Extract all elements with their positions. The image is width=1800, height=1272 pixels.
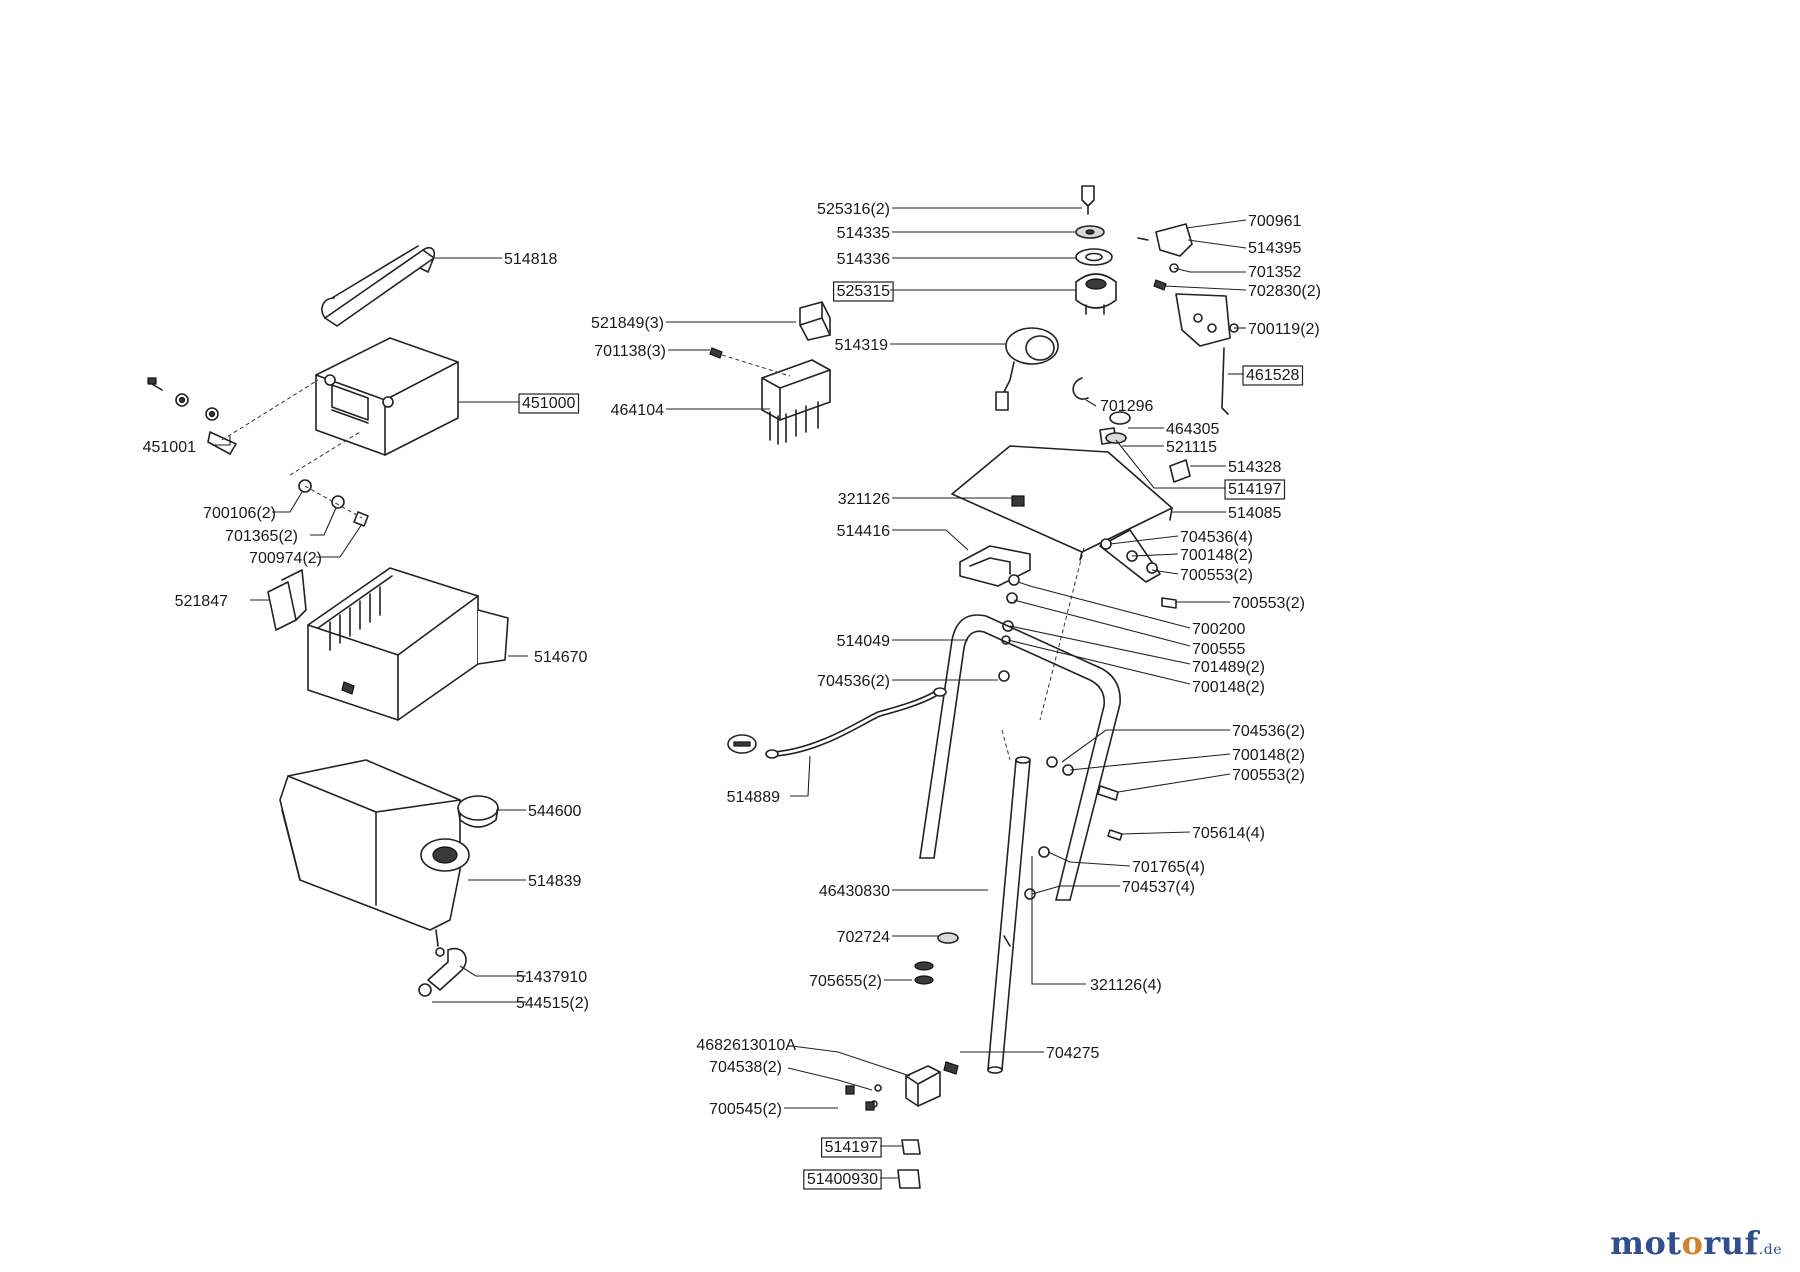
label-box-525315 xyxy=(833,281,894,302)
label-box-51400930 xyxy=(803,1169,882,1190)
column-washer-part xyxy=(937,932,959,944)
part-label-514197a: 514197 xyxy=(1228,481,1281,498)
ground-cable-part xyxy=(727,687,947,759)
steering-column-part xyxy=(987,729,1031,1074)
part-label-701489: 701489(2) xyxy=(1192,659,1265,676)
part-label-514839: 514839 xyxy=(528,873,581,890)
part-label-704275: 704275 xyxy=(1046,1045,1099,1062)
part-label-514336: 514336 xyxy=(837,251,890,268)
frame-hardware-part xyxy=(998,670,1123,900)
part-label-700148c: 700148(2) xyxy=(1232,747,1305,764)
part-label-514328: 514328 xyxy=(1228,459,1281,476)
part-label-514197b: 514197 xyxy=(825,1139,878,1156)
part-label-525316: 525316(2) xyxy=(817,201,890,218)
part-label-451000: 451000 xyxy=(522,395,575,412)
label-box-461528 xyxy=(1242,365,1304,386)
ignition-key-part xyxy=(1081,185,1095,215)
battery-bottom-hardware-part xyxy=(298,479,369,527)
part-label-705655: 705655(2) xyxy=(809,973,882,990)
part-label-514319: 514319 xyxy=(835,337,888,354)
part-label-544600: 544600 xyxy=(528,803,581,820)
part-label-700200: 700200 xyxy=(1192,621,1245,638)
fuel-tank-part xyxy=(279,759,470,947)
part-label-525315: 525315 xyxy=(837,283,890,300)
switch-bracket-part xyxy=(1137,223,1239,415)
part-label-700106: 700106(2) xyxy=(203,505,276,522)
part-label-544515: 544515(2) xyxy=(516,995,589,1012)
connector-block-part xyxy=(709,347,831,445)
part-label-700974: 700974(2) xyxy=(249,550,322,567)
part-label-704538: 704538(2) xyxy=(709,1059,782,1076)
part-labels: 514818 451000 451001 700106(2) 701365(2) 7009… xyxy=(143,201,1321,1190)
part-label-321126b: 321126(4) xyxy=(1090,977,1162,994)
part-label-521849: 521849(3) xyxy=(591,315,664,332)
buzzer-part xyxy=(995,327,1059,411)
ignition-switch-part xyxy=(1075,273,1117,315)
part-label-464305: 464305 xyxy=(1166,421,1219,438)
part-label-701765: 701765(4) xyxy=(1132,859,1205,876)
part-label-701365: 701365(2) xyxy=(225,528,298,545)
part-label-514049: 514049 xyxy=(837,633,890,650)
part-label-461528: 461528 xyxy=(1246,367,1299,384)
part-label-700553c: 700553(2) xyxy=(1232,767,1305,784)
part-label-514335: 514335 xyxy=(837,225,890,242)
part-label-464104: 464104 xyxy=(611,402,664,419)
part-label-514416: 514416 xyxy=(837,523,890,540)
column-bracket-part xyxy=(845,1061,959,1189)
part-label-700555: 700555 xyxy=(1192,641,1245,658)
part-label-705614: 705614(4) xyxy=(1192,825,1265,842)
part-label-702830: 702830(2) xyxy=(1248,283,1321,300)
part-label-704536a: 704536(4) xyxy=(1180,529,1253,546)
part-label-701138: 701138(3) xyxy=(594,343,666,360)
part-label-521847: 521847 xyxy=(175,593,228,610)
label-box-514197b xyxy=(821,1137,882,1158)
clip-ring-part xyxy=(1072,377,1089,400)
part-label-700148a: 700148(2) xyxy=(1180,547,1253,564)
part-label-700553a: 700553(2) xyxy=(1180,567,1253,584)
motoruf-logo: motoruf.de xyxy=(1610,1224,1782,1262)
part-label-704536b: 704536(2) xyxy=(817,673,890,690)
spring-clip-part xyxy=(267,569,307,631)
part-label-514670: 514670 xyxy=(534,649,587,666)
part-label-4682613010A: 4682613010A xyxy=(696,1037,796,1054)
part-label-46430830: 46430830 xyxy=(819,883,890,900)
battery-strap-part xyxy=(321,245,436,327)
battery-part xyxy=(315,337,459,456)
terminal-hardware-part xyxy=(147,377,361,476)
part-label-514395: 514395 xyxy=(1248,240,1301,257)
fuel-hose-part xyxy=(418,947,467,997)
part-label-700961: 700961 xyxy=(1248,213,1301,230)
part-label-701352: 701352 xyxy=(1248,264,1301,281)
part-label-451001: 451001 xyxy=(143,439,196,456)
relay-part xyxy=(799,301,831,341)
part-label-701296: 701296 xyxy=(1100,398,1153,415)
part-label-704536c: 704536(2) xyxy=(1232,723,1305,740)
leader-lines xyxy=(214,207,1247,1179)
battery-tray-part xyxy=(307,567,509,721)
part-label-514085: 514085 xyxy=(1228,505,1281,522)
ignition-nut-part xyxy=(1075,225,1105,239)
label-box-514197a xyxy=(1224,479,1286,500)
part-label-702724: 702724 xyxy=(837,929,890,946)
part-label-700553b: 700553(2) xyxy=(1232,595,1305,612)
fuel-cap-part xyxy=(457,795,499,828)
part-label-700148b: 700148(2) xyxy=(1192,679,1265,696)
dashboard-panel-part xyxy=(951,411,1191,583)
part-label-51400930: 51400930 xyxy=(807,1171,878,1188)
part-label-514889: 514889 xyxy=(727,789,780,806)
part-label-321126: 321126 xyxy=(838,491,890,508)
part-label-704537: 704537(4) xyxy=(1122,879,1195,896)
ignition-bezel-part xyxy=(1075,248,1113,266)
part-label-51437910: 51437910 xyxy=(516,969,587,986)
part-label-521115: 521115 xyxy=(1166,439,1217,456)
column-rings-part xyxy=(914,961,934,985)
label-box-451000 xyxy=(518,393,580,414)
part-label-700119: 700119(2) xyxy=(1248,321,1320,338)
part-label-514818: 514818 xyxy=(504,251,557,268)
part-label-700545: 700545(2) xyxy=(709,1101,782,1118)
